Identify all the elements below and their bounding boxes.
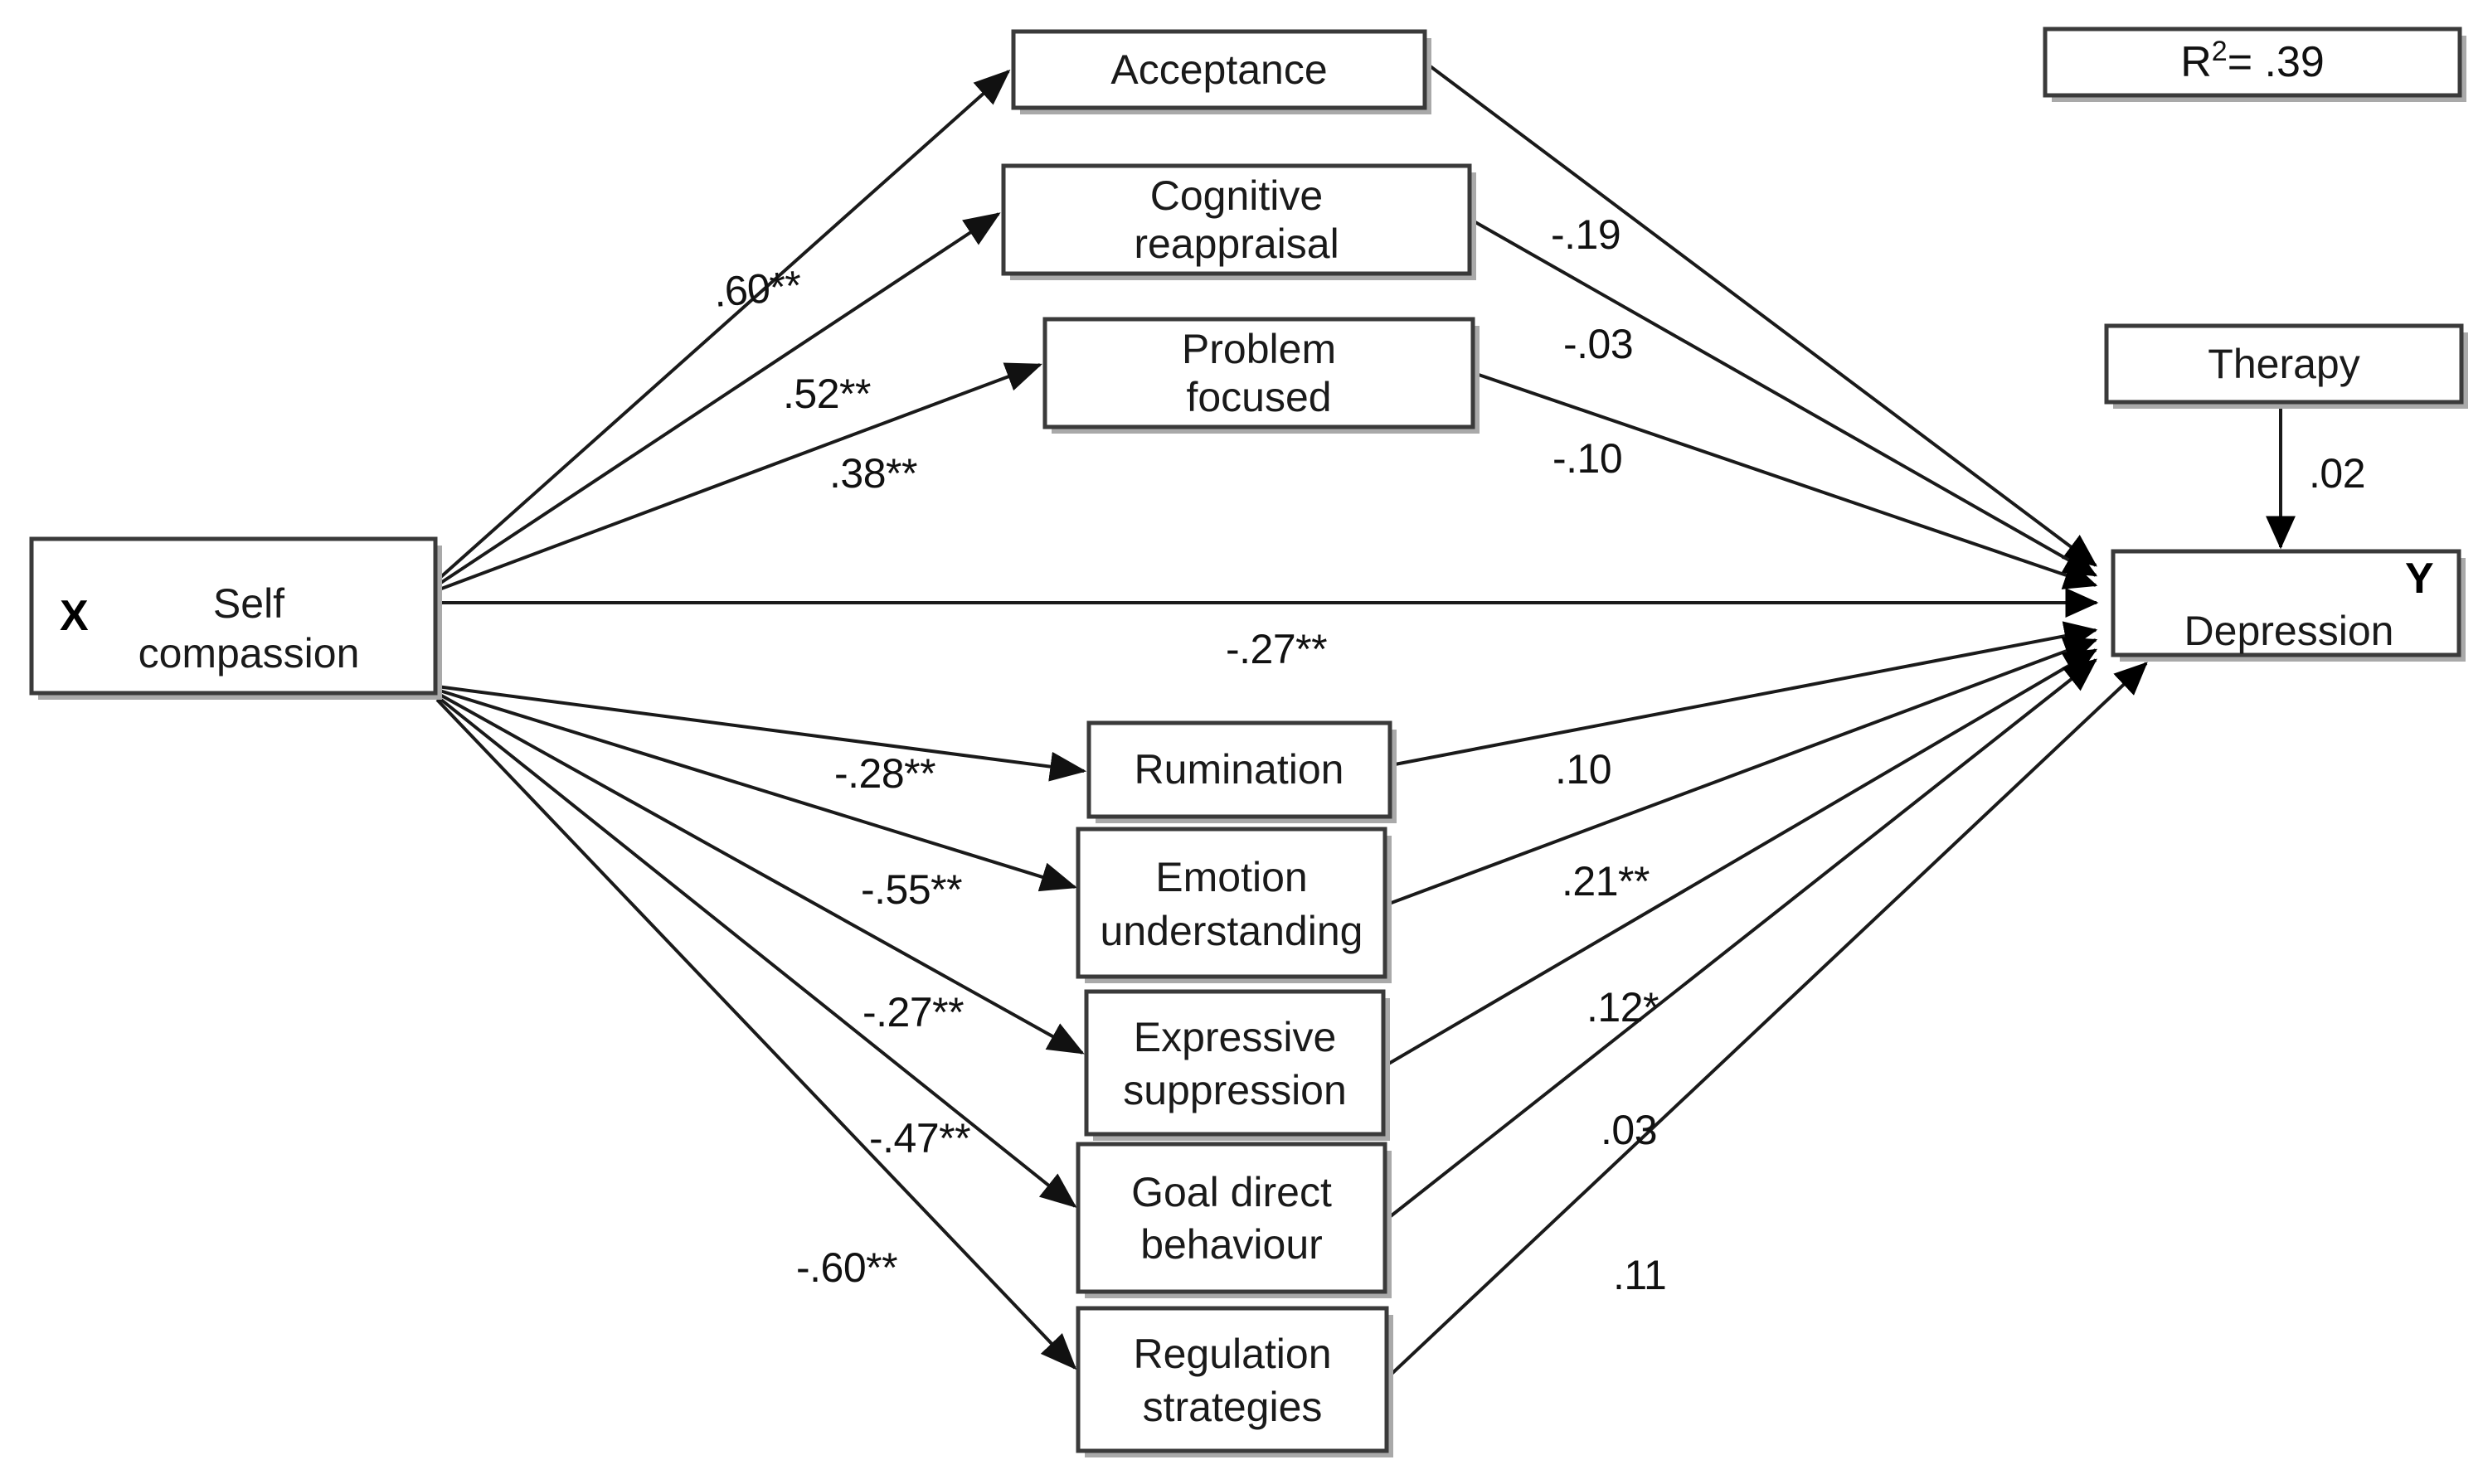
coef-selfcompassion-regulation: -.60** [796, 1244, 897, 1291]
r-squared-box: R2= .39 [2043, 27, 2466, 102]
node-label-emotion-understanding-line1: Emotion [1155, 854, 1307, 900]
node-acceptance[interactable]: Acceptance [1011, 29, 1431, 114]
path-line-selfcompassion-rumination [436, 685, 1087, 782]
node-label-acceptance: Acceptance [1110, 46, 1327, 93]
path-line-selfcompassion-acceptance [435, 69, 1011, 582]
node-label-expressive-suppression-line2: suppression [1123, 1067, 1347, 1113]
node-label-goal-direct-behaviour-line1: Goal direct [1131, 1169, 1332, 1215]
node-tag-y: Y [2405, 555, 2434, 603]
path-line-selfcompassion-emotion [436, 688, 1078, 892]
path-line-emotion-depression [1388, 637, 2098, 905]
path-line-cognitive-depression [1475, 221, 2098, 577]
coef-rumination-depression: .10 [1555, 746, 1611, 793]
node-depression[interactable]: Y Depression [2111, 549, 2466, 662]
r-squared-label: R2= .39 [2180, 36, 2325, 86]
node-expressive-suppression[interactable]: Expressive suppression [1084, 989, 1390, 1141]
path-line-rumination-depression [1394, 621, 2098, 766]
path-line-acceptance-depression [1426, 63, 2097, 567]
node-rumination[interactable]: Rumination [1086, 720, 1397, 823]
r-squared-value: = .39 [2228, 38, 2325, 86]
coef-selfcompassion-problem: .38** [829, 450, 917, 497]
coef-acceptance-depression: -.19 [1551, 211, 1621, 258]
node-regulation-strategies[interactable]: Regulation strategies [1076, 1306, 1393, 1457]
node-label-problem-focused-line2: focused [1186, 374, 1331, 420]
b-path-lines [1384, 63, 2148, 1378]
node-label-cognitive-reappraisal-line2: reappraisal [1134, 221, 1339, 267]
coef-expressive-depression: .12* [1586, 984, 1659, 1031]
a-path-lines [435, 69, 1087, 1370]
path-line-selfcompassion-cognitive [435, 212, 1001, 587]
coef-problem-depression: -.10 [1552, 435, 1622, 482]
node-label-emotion-understanding-line2: understanding [1101, 908, 1363, 954]
coef-cognitive-depression: -.03 [1563, 321, 1633, 367]
node-label-rumination: Rumination [1135, 746, 1344, 793]
coef-selfcompassion-rumination: -.28** [834, 750, 935, 797]
coef-selfcompassion-cognitive: .52** [783, 371, 871, 417]
coef-selfcompassion-acceptance: .60** [712, 262, 803, 316]
node-label-self-compassion-line2: compassion [138, 630, 360, 677]
node-tag-x: X [60, 592, 89, 640]
node-problem-focused[interactable]: Problem focused [1042, 317, 1480, 434]
coef-regulation-depression: .11 [1613, 1252, 1666, 1298]
path-line-selfcompassion-regulation [435, 698, 1077, 1370]
coef-selfcompassion-goal: -.47** [869, 1115, 970, 1161]
node-label-self-compassion-line1: Self [213, 580, 284, 627]
direct-path-coefficient-label-group: -.27** [1226, 626, 1328, 672]
r-squared-exponent: 2 [2212, 36, 2228, 67]
node-therapy[interactable]: Therapy [2104, 323, 2468, 409]
path-line-expressive-depression [1384, 648, 2098, 1067]
coef-selfcompassion-expressive: -.27** [862, 989, 964, 1035]
node-label-cognitive-reappraisal-line1: Cognitive [1150, 172, 1323, 219]
node-label-regulation-strategies-line2: strategies [1143, 1384, 1323, 1430]
node-label-problem-focused-line1: Problem [1182, 326, 1336, 372]
coef-selfcompassion-depression-direct: -.27** [1226, 626, 1327, 672]
node-label-goal-direct-behaviour-line2: behaviour [1140, 1221, 1323, 1268]
coef-therapy-depression: .02 [2309, 450, 2365, 497]
coef-goal-depression: .03 [1601, 1107, 1657, 1153]
node-label-expressive-suppression-line1: Expressive [1134, 1014, 1337, 1060]
coef-emotion-depression: .21** [1562, 858, 1650, 904]
path-line-problem-depression [1478, 373, 2098, 589]
path-line-selfcompassion-problem [436, 362, 1042, 592]
r-squared-symbol: R [2180, 38, 2212, 86]
path-line-selfcompassion-goal [435, 695, 1077, 1208]
path-line-selfcompassion-expressive [436, 691, 1085, 1055]
coef-selfcompassion-emotion: -.55** [861, 866, 962, 913]
b-path-coefficient-labels: -.19 -.03 -.10 .10 .21** .12* .03 .11 [1551, 211, 1667, 1298]
path-line-regulation-depression [1387, 662, 2148, 1378]
node-label-regulation-strategies-line1: Regulation [1133, 1331, 1331, 1377]
covariate-coefficient-label-group: .02 [2309, 450, 2366, 497]
node-self-compassion[interactable]: X Self compassion [29, 536, 442, 700]
node-goal-direct-behaviour[interactable]: Goal direct behaviour [1076, 1142, 1392, 1298]
node-emotion-understanding[interactable]: Emotion understanding [1076, 827, 1392, 983]
a-path-coefficient-labels: .60** .52** .38** -.28** -.55** -.27** -… [712, 262, 971, 1291]
path-line-goal-depression [1386, 658, 2097, 1220]
node-label-depression: Depression [2184, 608, 2394, 654]
node-cognitive-reappraisal[interactable]: Cognitive reappraisal [1001, 163, 1476, 280]
node-label-therapy: Therapy [2208, 341, 2359, 387]
